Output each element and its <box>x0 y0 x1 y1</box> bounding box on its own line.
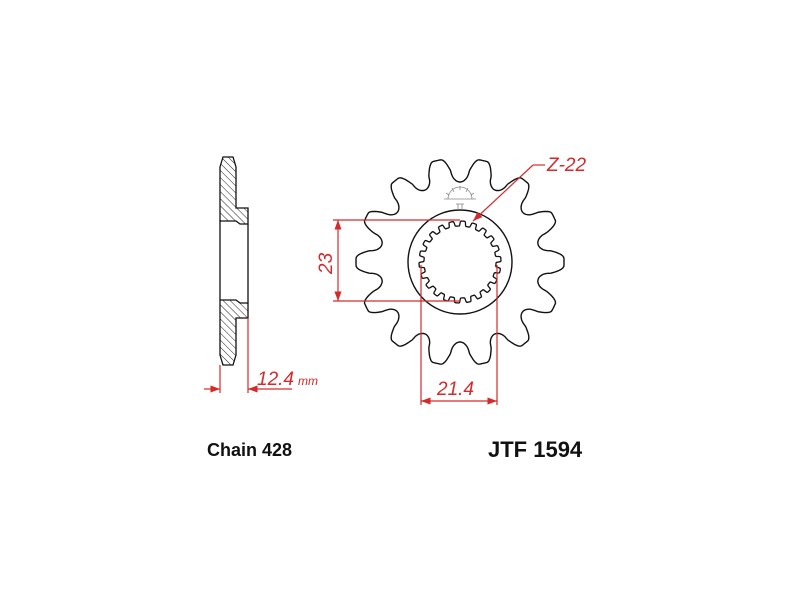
side-upper-section <box>219 156 249 225</box>
spline-width-value: 21.4 <box>436 379 474 400</box>
brand-logo <box>444 186 476 210</box>
offset-dimension <box>204 318 292 393</box>
side-bore <box>219 221 249 303</box>
part-number: JTF 1594 <box>488 437 583 462</box>
dimension-lines <box>333 164 545 405</box>
offset-unit: mm <box>298 374 318 388</box>
side-view <box>219 156 249 366</box>
offset-value: 12.4 <box>257 369 294 390</box>
chain-label: Chain 428 <box>207 440 293 460</box>
spline-bore <box>418 220 502 304</box>
bore-height-value: 23 <box>316 252 337 275</box>
spline-count-label: Z-22 <box>546 155 587 176</box>
sprocket-outline <box>355 159 565 365</box>
side-lower-section <box>219 299 249 366</box>
hub-circle <box>407 209 513 315</box>
